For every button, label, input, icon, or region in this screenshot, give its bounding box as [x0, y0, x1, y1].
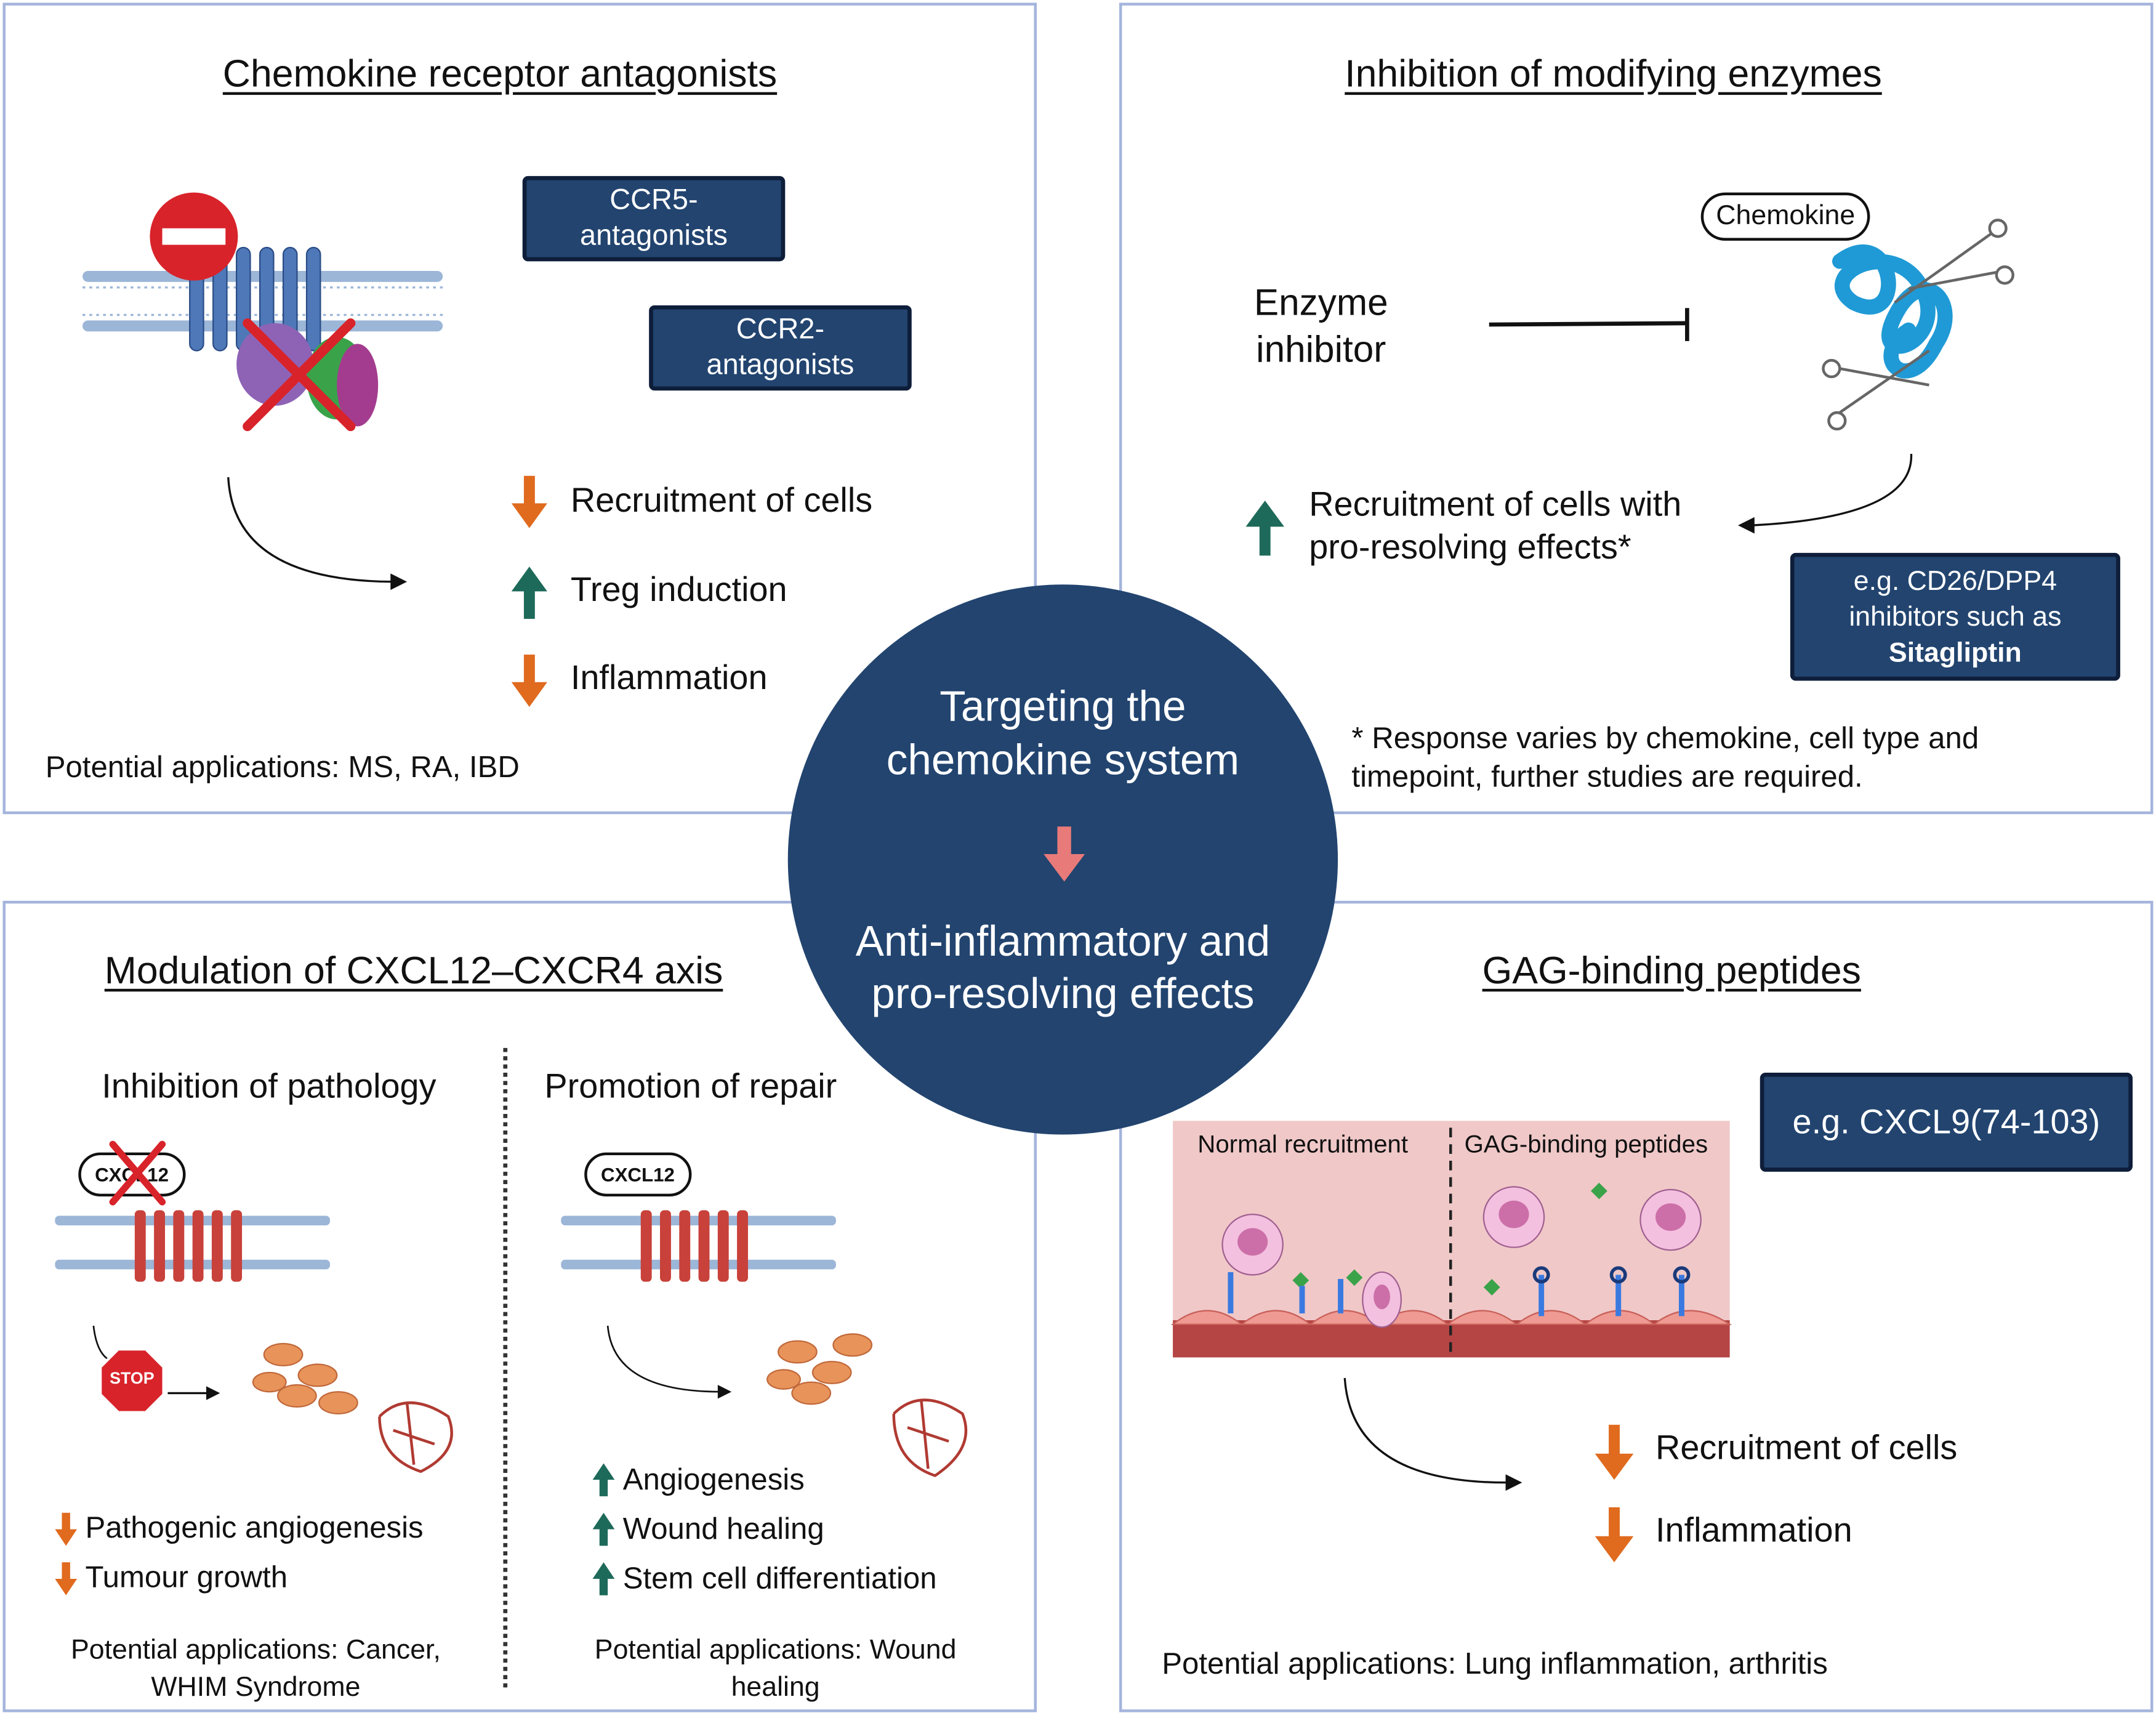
panel-title: Modulation of CXCL12–CXCR4 axis — [104, 949, 723, 992]
cxcl12-ligand-label: CXCL12 — [78, 1152, 185, 1197]
down-arrow-icon — [1595, 1507, 1634, 1563]
footnote: * Response varies by chemokine, cell typ… — [1351, 719, 1979, 796]
up-arrow-icon — [511, 567, 547, 619]
enzyme-inhibitor-label: Enzyme inhibitor — [1254, 279, 1388, 373]
effect-label: Treg induction — [570, 570, 787, 610]
ccr5-antagonists-box: CCR5- antagonists — [522, 175, 786, 262]
effect-label: Inflammation — [570, 658, 768, 698]
chemokine-scissors-illustration — [1822, 219, 2014, 431]
stop-label: STOP — [110, 1368, 155, 1388]
up-arrow-icon — [1245, 500, 1284, 556]
down-arrow-icon — [511, 475, 547, 528]
cxcl9-example-box: e.g. CXCL9(74-103) — [1760, 1073, 2133, 1172]
chemokine-label: Chemokine — [1700, 192, 1870, 241]
effect-label: Tumour growth — [85, 1559, 288, 1594]
applications-text: Potential applications: MS, RA, IBD — [45, 749, 520, 784]
applications-text: Potential applications: Cancer, WHIM Synd… — [41, 1632, 470, 1707]
box-line: CCR5- — [609, 184, 698, 216]
box-line: antagonists — [580, 220, 728, 252]
down-arrow-icon — [55, 1562, 78, 1595]
footnote-line: timepoint, further studies are required. — [1351, 759, 1863, 794]
label-line: Recruitment of cells with — [1309, 485, 1682, 524]
curved-arrow-icon — [606, 1325, 732, 1399]
gag-binding-peptides-label: GAG-binding peptides — [1464, 1130, 1708, 1158]
up-arrow-icon — [592, 1512, 615, 1546]
cxcl12-ligand-label: CXCL12 — [584, 1152, 691, 1197]
box-line: CCR2- — [736, 313, 825, 345]
panel-title: Inhibition of modifying enzymes — [1345, 52, 1882, 95]
center-line: pro-resolving effects — [871, 969, 1255, 1018]
panel-title: Chemokine receptor antagonists — [222, 52, 778, 95]
panel-title: GAG-binding peptides — [1482, 949, 1861, 992]
center-line: Anti-inflammatory and — [855, 917, 1271, 966]
box-line: Sitagliptin — [1888, 637, 2022, 668]
down-arrow-icon — [511, 655, 547, 707]
label-line: Enzyme — [1253, 281, 1388, 323]
label-line: pro-resolving effects* — [1309, 528, 1631, 567]
effect-label: Angiogenesis — [622, 1462, 805, 1496]
curved-arrow-icon — [92, 1325, 108, 1360]
applications-line: WHIM Syndrome — [151, 1672, 361, 1703]
gag-recruitment-illustration — [1170, 1121, 1732, 1358]
subheading: Inhibition of pathology — [102, 1067, 436, 1106]
arrow-icon — [167, 1386, 220, 1400]
box-line: e.g. CXCL9(74-103) — [1792, 1103, 2101, 1142]
curved-arrow-icon — [227, 477, 408, 591]
cells-vessels-illustration — [766, 1333, 968, 1477]
effect-label: Wound healing — [622, 1511, 824, 1546]
center-line: Targeting the — [939, 682, 1186, 730]
up-arrow-icon — [592, 1562, 615, 1595]
applications-text: Potential applications: Wound healing — [558, 1632, 993, 1707]
inhibition-arrow-icon — [1489, 308, 1689, 341]
effect-label: Recruitment of cells with pro-resolving e… — [1309, 484, 1681, 569]
center-line: chemokine system — [886, 735, 1240, 784]
subheading: Promotion of repair — [544, 1067, 837, 1106]
box-line: e.g. CD26/DPP4 — [1853, 566, 2057, 597]
receptor-membrane-illustration — [82, 192, 443, 432]
cells-vessels-illustration — [252, 1342, 453, 1474]
up-arrow-icon — [592, 1463, 615, 1496]
stop-sign-icon — [99, 1347, 166, 1414]
central-theme-circle: Targeting the chemokine system Anti-infl… — [787, 584, 1338, 1135]
box-line: antagonists — [706, 349, 855, 381]
effect-label: Pathogenic angiogenesis — [85, 1510, 424, 1545]
cross-icon — [109, 1140, 166, 1206]
applications-line: Potential applications: Wound — [594, 1635, 957, 1666]
ccr2-antagonists-box: CCR2- antagonists — [649, 305, 912, 391]
curved-arrow-icon — [1343, 1377, 1522, 1491]
cxcr4-membrane-illustration — [561, 1210, 836, 1282]
effect-label: Inflammation — [1655, 1511, 1852, 1551]
effect-label: Stem cell differentiation — [622, 1560, 937, 1595]
down-arrow-icon — [55, 1512, 78, 1546]
box-line: inhibitors such as — [1849, 602, 2062, 632]
sitagliptin-example-box: e.g. CD26/DPP4 inhibitors such as Sitaglip… — [1790, 552, 2120, 681]
applications-line: Potential applications: Cancer, — [70, 1635, 441, 1666]
down-arrow-icon — [1595, 1424, 1634, 1480]
normal-recruitment-label: Normal recruitment — [1197, 1130, 1409, 1158]
curved-arrow-icon — [1738, 453, 1913, 534]
effect-label: Recruitment of cells — [570, 481, 873, 520]
divider — [503, 1047, 508, 1688]
applications-line: healing — [731, 1672, 820, 1703]
applications-text: Potential applications: Lung inflammatio… — [1162, 1646, 1828, 1681]
cxcr4-membrane-illustration — [55, 1210, 331, 1282]
effect-label: Recruitment of cells — [1655, 1429, 1958, 1468]
label-line: inhibitor — [1256, 328, 1386, 370]
footnote-line: * Response varies by chemokine, cell typ… — [1351, 720, 1979, 756]
down-arrow-icon — [1044, 826, 1085, 882]
